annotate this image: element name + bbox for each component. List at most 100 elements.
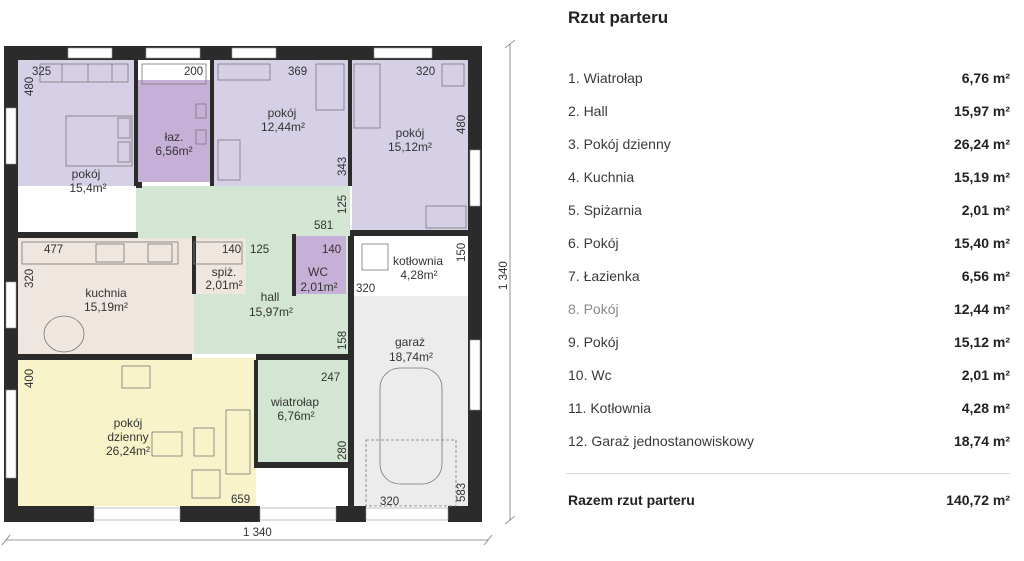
- room-row: 2. Hall 15,97 m²: [566, 99, 1010, 123]
- label-spizarnia-area: 2,01m²: [205, 278, 242, 292]
- room-row-label: 5. Spiżarnia: [568, 202, 642, 218]
- dim-125: 125: [250, 244, 269, 256]
- dim-480-left: 480: [24, 77, 36, 96]
- dim-320-garaz: 320: [380, 496, 399, 508]
- total-row: Razem rzut parteru 140,72 m²: [566, 488, 1010, 512]
- dim-280: 280: [337, 441, 349, 460]
- room-row: 10. Wc 2,01 m²: [566, 363, 1010, 387]
- room-row: 5. Spiżarnia 2,01 m²: [566, 198, 1010, 222]
- total-divider: [566, 473, 1010, 474]
- room-row-area: 12,44 m²: [953, 301, 1010, 317]
- room-fill-kotlownia: [352, 236, 468, 294]
- label-lazienka-area: 6,56m²: [155, 144, 192, 158]
- room-row-label: 2. Hall: [568, 103, 608, 119]
- label-kotlownia-name: kotłownia: [393, 254, 443, 268]
- overall-dimension-lines: [1, 39, 516, 546]
- room-row-area: 15,97 m²: [953, 103, 1010, 119]
- label-pokoj-n-name: pokój: [268, 106, 297, 120]
- dim-325: 325: [32, 66, 51, 78]
- dim-150: 150: [456, 243, 468, 262]
- room-row-area: 26,24 m²: [953, 136, 1010, 152]
- room-row-label: 9. Pokój: [568, 334, 619, 350]
- label-pokoj-ne-name: pokój: [396, 126, 425, 140]
- label-hall-area: 15,97m²: [249, 305, 293, 319]
- room-row-area: 15,19 m²: [953, 169, 1010, 185]
- dim-400: 400: [24, 369, 36, 388]
- room-labels: pokój 15,4m² łaz. 6,56m² pokój 12,44m² p…: [69, 106, 443, 458]
- room-row: 8. Pokój 12,44 m²: [566, 297, 1010, 321]
- label-pokoj-dzienny-area: 26,24m²: [106, 444, 150, 458]
- dim-200: 200: [184, 66, 203, 78]
- dim-583: 583: [456, 483, 468, 502]
- floor-plan-drawing: pokój 15,4m² łaz. 6,56m² pokój 12,44m² p…: [1, 39, 516, 546]
- label-kotlownia-area: 4,28m²: [400, 268, 437, 282]
- room-fill-pokoj-n: [214, 60, 348, 186]
- dim-320-top: 320: [416, 66, 435, 78]
- room-row: 9. Pokój 15,12 m²: [566, 330, 1010, 354]
- label-pokoj-ne-area: 15,12m²: [388, 140, 432, 154]
- dim-480-right: 480: [456, 115, 468, 134]
- dim-247: 247: [321, 372, 340, 384]
- overall-width-label: 1 340: [243, 527, 272, 539]
- label-pokoj-dzienny-name2: dzienny: [107, 430, 148, 444]
- room-row-label: 4. Kuchnia: [568, 169, 635, 185]
- label-lazienka-name: łaz.: [165, 130, 184, 144]
- room-row: 3. Pokój dzienny 26,24 m²: [566, 132, 1010, 156]
- room-fill-spizarnia: [192, 238, 246, 294]
- room-fill-pokoj-ne: [352, 60, 468, 230]
- room-row-area: 2,01 m²: [961, 367, 1010, 383]
- room-row-area: 6,76 m²: [961, 70, 1010, 86]
- room-row-label: 6. Pokój: [568, 235, 619, 251]
- dim-140-wc: 140: [322, 244, 341, 256]
- room-fill-corridor: [136, 186, 350, 238]
- label-pokoj-dzienny-name1: pokój: [114, 416, 143, 430]
- label-hall-name: hall: [261, 290, 280, 304]
- room-row-area: 4,28 m²: [961, 400, 1010, 416]
- room-row-label: 3. Pokój dzienny: [568, 136, 671, 152]
- overall-height-label: 1 340: [498, 261, 510, 290]
- floor-plan: pokój 15,4m² łaz. 6,56m² pokój 12,44m² p…: [1, 39, 516, 546]
- label-pokoj-n-area: 12,44m²: [261, 120, 305, 134]
- windows: [5, 47, 481, 521]
- room-row-area: 2,01 m²: [961, 202, 1010, 218]
- room-row-label: 1. Wiatrołap: [568, 70, 643, 86]
- room-fill-wc: [294, 236, 346, 294]
- total-area: 140,72 m²: [946, 492, 1010, 508]
- room-row-label: 8. Pokój: [568, 301, 619, 317]
- label-kuchnia-name: kuchnia: [85, 286, 127, 300]
- label-kuchnia-area: 15,19m²: [84, 300, 128, 314]
- room-row-area: 18,74 m²: [953, 433, 1010, 449]
- room-fill-pokoj-dzienny: [18, 358, 256, 506]
- dim-581: 581: [314, 220, 333, 232]
- dim-158: 158: [337, 331, 349, 350]
- room-list-panel: Rzut parteru 1. Wiatrołap 6,76 m² 2. Hall 1…: [566, 0, 1010, 561]
- label-wiatrolap-area: 6,76m²: [277, 409, 314, 423]
- room-row-area: 15,12 m²: [953, 334, 1010, 350]
- dim-320-kotlownia: 320: [356, 283, 375, 295]
- label-garaz-name: garaż: [395, 335, 425, 349]
- room-row-area: 6,56 m²: [961, 268, 1010, 284]
- room-row: 6. Pokój 15,40 m²: [566, 231, 1010, 255]
- label-wc-name: WC: [308, 265, 328, 279]
- label-pokoj-nw-area: 15,4m²: [69, 181, 106, 195]
- dim-140-spiz: 140: [222, 244, 241, 256]
- room-row-label: 10. Wc: [568, 367, 612, 383]
- dim-659: 659: [231, 494, 250, 506]
- panel-title: Rzut parteru: [568, 8, 669, 27]
- room-fill-pokoj-nw: [18, 60, 136, 186]
- room-fill-kuchnia: [18, 238, 194, 354]
- room-fill-garaz: [352, 296, 468, 506]
- dim-320-kuchnia: 320: [24, 269, 36, 288]
- dim-477: 477: [44, 244, 63, 256]
- total-label: Razem rzut parteru: [568, 492, 695, 508]
- room-fill-lazienka: [138, 80, 210, 182]
- dim-125-vertical: 125: [337, 195, 349, 214]
- label-wiatrolap-name: wiatrołap: [270, 395, 319, 409]
- room-fill-wiatrolap: [258, 358, 348, 466]
- room-row-area: 15,40 m²: [953, 235, 1010, 251]
- room-row: 1. Wiatrołap 6,76 m²: [566, 66, 1010, 90]
- label-garaz-area: 18,74m²: [389, 350, 433, 364]
- room-row-label: 12. Garaż jednostanowiskowy: [568, 433, 754, 449]
- label-pokoj-nw-name: pokój: [72, 167, 101, 181]
